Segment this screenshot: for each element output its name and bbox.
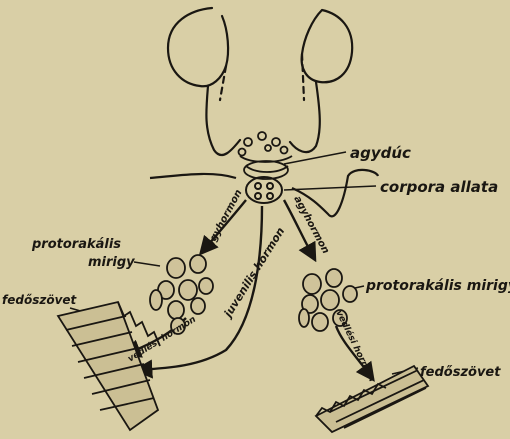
label-agyhormon-left: agyhormon — [205, 188, 245, 249]
brain-tract-cluster — [239, 132, 293, 179]
label-corpora-allata: corpora allata — [380, 178, 498, 196]
label-vedlesi-hormon-left: vedlési hormon — [126, 314, 198, 365]
corpora-allata-shape — [246, 177, 282, 203]
label-vedlesi-hormon-right: vedlési hormon — [333, 308, 377, 383]
epidermis-left — [58, 302, 160, 430]
label-agyduc: agydúc — [350, 144, 411, 162]
label-fedoszovet-left: fedőszövet — [2, 293, 78, 307]
label-juvenilis-hormon: juvenilis hormon — [220, 225, 287, 321]
label-protorakalis-right: protorakális mirigy — [365, 278, 510, 294]
label-fedoszovet-right: fedőszövet — [420, 365, 501, 380]
label-protorakalis-left-1: protorakális — [31, 237, 121, 252]
label-protorakalis-left-2: mirigy — [88, 255, 135, 270]
